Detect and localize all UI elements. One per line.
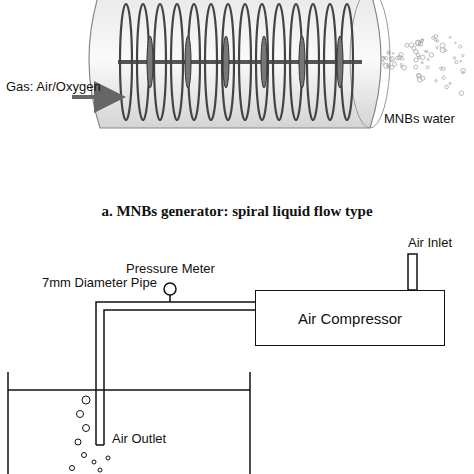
gas-label: Gas: Air/Oxygen [6, 80, 101, 95]
generator-cylinder [89, 0, 390, 128]
air-bubbles [70, 396, 111, 472]
spiral-coil [120, 4, 353, 120]
inlet-label: Air Inlet [408, 236, 452, 251]
bubble-spray [381, 35, 466, 96]
tank [8, 372, 250, 474]
pipe [96, 302, 255, 445]
compressor-box: Air Compressor [255, 290, 445, 346]
air-inlet-pipe [408, 254, 417, 290]
output-label: MNBs water [384, 112, 455, 127]
meter-label: Pressure Meter [126, 262, 215, 277]
figure-caption: a. MNBs generator: spiral liquid flow ty… [101, 203, 372, 220]
gas-arrow [72, 95, 122, 99]
outlet-label: Air Outlet [112, 432, 166, 447]
node-text: Air Compressor [298, 310, 402, 327]
pressure-meter [164, 283, 176, 302]
pipe-label: 7mm Diameter Pipe [42, 276, 157, 291]
